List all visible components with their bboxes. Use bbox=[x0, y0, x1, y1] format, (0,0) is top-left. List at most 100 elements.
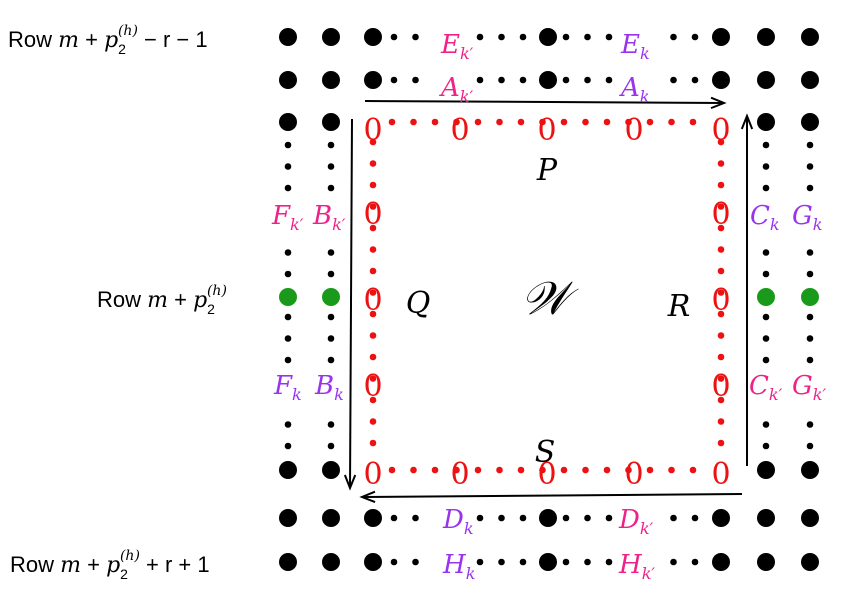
lattice-dot bbox=[327, 249, 335, 256]
lattice-dot bbox=[390, 33, 398, 41]
lattice-dot bbox=[717, 439, 725, 447]
lattice-dot bbox=[279, 288, 297, 306]
lattice-dot bbox=[369, 353, 377, 361]
lattice-dot bbox=[519, 33, 527, 41]
lattice-dot bbox=[369, 246, 377, 253]
label-C: Ck bbox=[750, 201, 780, 234]
lattice-dot bbox=[476, 514, 484, 522]
arrow-top bbox=[364, 96, 727, 110]
lattice-dot bbox=[668, 466, 675, 474]
row-label-middle: Row m + p2(h) bbox=[97, 283, 227, 317]
lattice-dot bbox=[712, 28, 730, 46]
lattice-dot bbox=[369, 224, 377, 232]
lattice-dot bbox=[717, 396, 725, 404]
lattice-dot bbox=[474, 118, 482, 126]
lattice-dot bbox=[625, 118, 632, 126]
lattice-dot bbox=[453, 118, 460, 126]
lattice-dot bbox=[539, 71, 557, 89]
lattice-dot bbox=[806, 356, 814, 364]
lattice-dot bbox=[519, 76, 527, 84]
lattice-dot bbox=[369, 439, 377, 447]
lattice-dot bbox=[412, 33, 419, 41]
lattice-dot bbox=[717, 267, 725, 275]
lattice-dot bbox=[691, 33, 699, 41]
lattice-dot bbox=[670, 558, 677, 566]
lattice-dot bbox=[762, 442, 770, 450]
lattice-dot bbox=[517, 466, 525, 474]
label-B-prime: Bk′ bbox=[312, 201, 346, 234]
lattice-dot bbox=[582, 466, 589, 474]
lattice-dot bbox=[806, 141, 814, 149]
zero-cell: 0 bbox=[363, 369, 382, 404]
lattice-dot bbox=[539, 466, 546, 474]
lattice-dot bbox=[762, 184, 770, 192]
lattice-dot bbox=[625, 466, 632, 474]
lattice-dot bbox=[762, 335, 770, 342]
lattice-dot bbox=[519, 514, 527, 522]
lattice-dot bbox=[762, 313, 770, 321]
block-labels: Ek′ Ek Ak′ Ak Fk′ Bk′ Ck Gk Fk Bk Ck′ Gk… bbox=[271, 30, 826, 583]
lattice-dot bbox=[582, 118, 589, 126]
lattice-dot bbox=[369, 203, 377, 210]
lattice-dot bbox=[431, 118, 439, 126]
lattice-dot bbox=[517, 118, 525, 126]
lattice-dot bbox=[410, 118, 417, 126]
lattice-dot bbox=[364, 553, 382, 571]
lattice-dot bbox=[412, 76, 419, 84]
lattice-dot bbox=[539, 509, 557, 527]
lattice-dots bbox=[279, 28, 819, 571]
lattice-dot bbox=[369, 181, 377, 189]
label-D-prime: Dk′ bbox=[618, 505, 654, 538]
lattice-dot bbox=[322, 28, 340, 46]
lattice-dot bbox=[762, 421, 770, 428]
lattice-dot bbox=[390, 514, 398, 522]
lattice-dot bbox=[322, 553, 340, 571]
lattice-dot bbox=[717, 203, 725, 210]
label-C-prime: Ck′ bbox=[749, 371, 783, 404]
lattice-dot bbox=[806, 270, 814, 278]
lattice-dot bbox=[757, 461, 775, 479]
lattice-dot bbox=[562, 558, 570, 566]
label-F-prime: Fk′ bbox=[271, 201, 304, 234]
lattice-dot bbox=[431, 466, 439, 474]
label-R: R bbox=[667, 289, 691, 324]
lattice-dot bbox=[757, 509, 775, 527]
zero-cell: 0 bbox=[363, 283, 382, 318]
lattice-dot bbox=[327, 335, 335, 342]
label-D: Dk bbox=[442, 505, 474, 538]
cycle-arrows bbox=[343, 96, 754, 504]
lattice-dot bbox=[498, 76, 505, 84]
lattice-dot bbox=[388, 466, 396, 474]
lattice-dot bbox=[757, 28, 775, 46]
lattice-dot bbox=[603, 466, 611, 474]
label-E-prime: Ek′ bbox=[440, 30, 474, 63]
lattice-dot bbox=[801, 113, 819, 131]
lattice-dot bbox=[284, 335, 292, 342]
lattice-dot bbox=[717, 310, 725, 318]
lattice-dot bbox=[539, 118, 546, 126]
zero-cell: 0 bbox=[711, 197, 730, 232]
lattice-dot bbox=[691, 558, 699, 566]
lattice-dot bbox=[717, 224, 725, 232]
lattice-dot bbox=[284, 141, 292, 149]
lattice-dot bbox=[757, 71, 775, 89]
row-label-bottom: Row m + p2(h) + r + 1 bbox=[10, 548, 210, 582]
lattice-dot bbox=[369, 396, 377, 404]
lattice-dot bbox=[327, 163, 335, 170]
lattice-dot bbox=[327, 270, 335, 278]
lattice-dot bbox=[412, 558, 419, 566]
lattice-dot bbox=[369, 160, 377, 167]
lattice-dot bbox=[453, 466, 460, 474]
lattice-dot bbox=[712, 509, 730, 527]
zero-cell: 0 bbox=[363, 113, 382, 148]
lattice-dot bbox=[327, 313, 335, 321]
zero-cell: 0 bbox=[624, 113, 643, 148]
lattice-dot bbox=[279, 113, 297, 131]
lattice-dot bbox=[562, 514, 570, 522]
lattice-dot bbox=[712, 553, 730, 571]
lattice-dot bbox=[327, 356, 335, 364]
lattice-dot bbox=[605, 558, 613, 566]
lattice-dot bbox=[584, 33, 591, 41]
lattice-dot bbox=[762, 163, 770, 170]
